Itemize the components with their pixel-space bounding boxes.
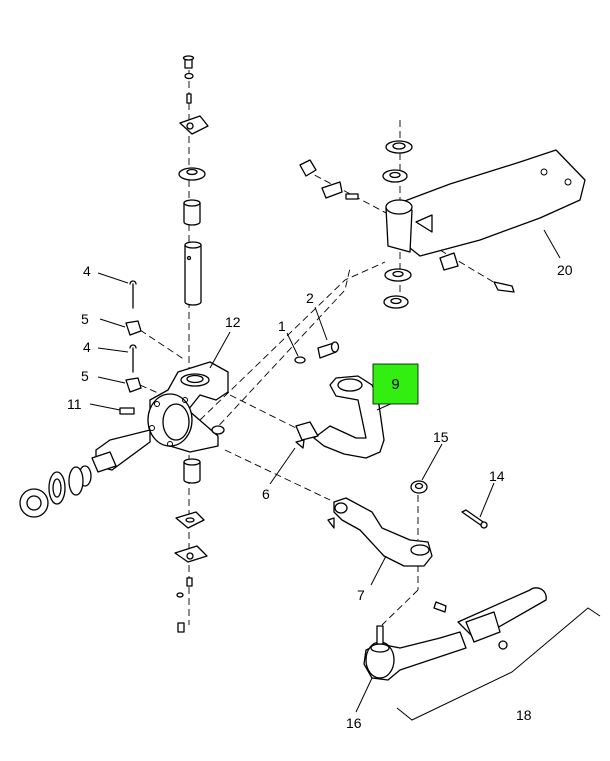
spindle-hardware [19,451,117,518]
steering-arm [295,375,385,459]
callout-14: 14 [489,468,505,484]
small-hardware [119,280,340,529]
callout-leaders [89,229,561,713]
lower-kingpin-hardware [174,511,208,633]
callout-5: 5 [81,311,89,327]
callout-15: 15 [433,429,449,445]
highlight-callout-9[interactable]: 9 [372,363,419,405]
alignment-lines [139,70,496,626]
callout-16: 16 [346,715,362,731]
callout-11: 11 [67,396,82,412]
callout-4: 4 [83,339,91,355]
callout-20: 20 [557,262,573,278]
callout-7: 7 [357,587,365,603]
callout-labels: 1 2 4 4 5 5 6 7 11 12 14 15 16 18 20 [67,262,573,731]
callout-12: 12 [225,314,241,330]
callout-4: 4 [83,263,91,279]
steering-knuckle [95,361,229,484]
tie-rod-assembly [363,587,601,721]
callout-5: 5 [81,368,89,384]
nut-and-cotter [410,480,488,529]
highlight-box[interactable] [372,363,419,405]
callout-9[interactable]: 9 [391,376,399,393]
callout-18: 18 [516,707,532,723]
frame-bracket [299,140,586,309]
callout-2: 2 [306,290,314,306]
callout-6: 6 [262,486,270,502]
upper-kingpin-hardware [178,55,209,306]
callout-1: 1 [278,318,286,334]
pitman-arm [333,497,433,567]
